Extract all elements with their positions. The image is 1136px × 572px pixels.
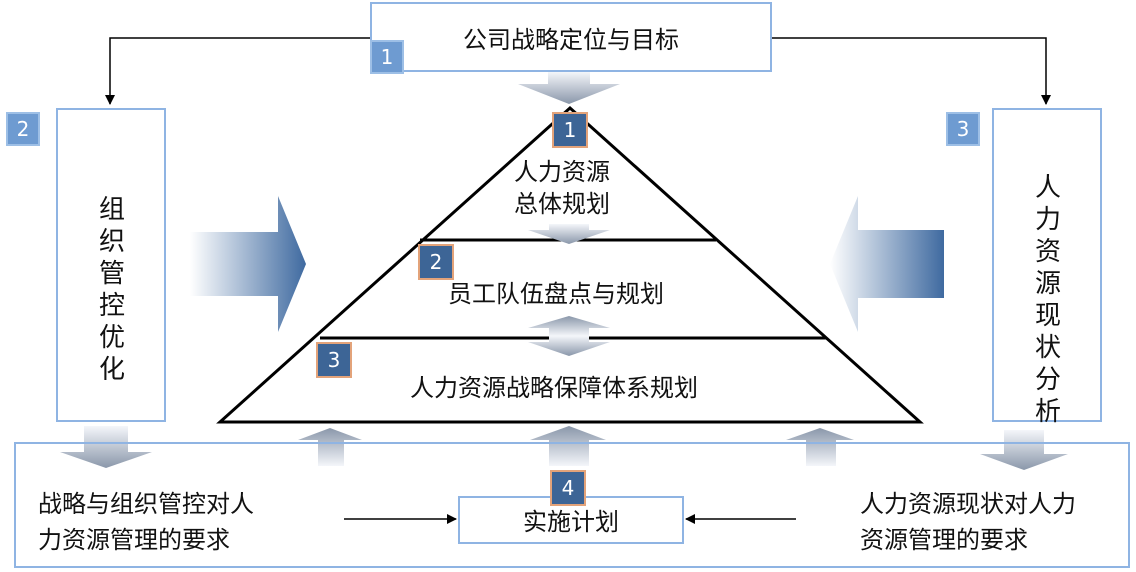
top-box-label: 公司战略定位与目标 xyxy=(463,26,679,54)
pyramid-badge-2: 2 xyxy=(418,244,454,280)
bottom-left-line2: 力资源管理的要求 xyxy=(38,526,230,554)
arrow-up-bottom-1 xyxy=(298,428,362,466)
bottom-requirements-bar xyxy=(14,442,1130,568)
left-box-label: 组织管控优化 xyxy=(98,195,125,385)
right-box-label: 人力资源现状分析 xyxy=(1034,173,1061,427)
arrow-down-level1-2 xyxy=(528,224,610,244)
pyramid-badge-3: 3 xyxy=(316,342,352,378)
right-box-hr-status: 人力资源现状分析 xyxy=(992,108,1102,427)
left-box-org-control: 组织管控优化 xyxy=(56,108,166,422)
badge-top-1: 1 xyxy=(370,40,404,74)
bottom-right-line1: 人力资源现状对人力 xyxy=(860,490,1076,518)
badge-right-3: 3 xyxy=(946,112,980,146)
arrow-down-left-box xyxy=(60,426,152,468)
pyramid-level1-line2: 总体规划 xyxy=(514,190,610,218)
arrow-up-bottom-2 xyxy=(530,426,606,466)
pyramid-level3-label: 人力资源战略保障体系规划 xyxy=(410,374,698,402)
top-box-strategy: 公司战略定位与目标 xyxy=(370,2,772,72)
bottom-right-line2: 资源管理的要求 xyxy=(860,526,1028,554)
pyramid-level2-label: 员工队伍盘点与规划 xyxy=(448,280,664,308)
bottom-left-line1: 战略与组织管控对人 xyxy=(38,490,254,518)
arrow-down-right-box xyxy=(980,430,1068,470)
badge-left-2: 2 xyxy=(6,112,40,146)
arrow-up-level3-2 xyxy=(528,316,610,336)
pyramid-level1-line1: 人力资源 xyxy=(514,158,610,186)
arrow-down-top xyxy=(518,72,620,104)
arrow-up-bottom-3 xyxy=(786,428,854,466)
badge-bottom-4: 4 xyxy=(550,470,586,506)
arrow-down-level2-3 xyxy=(528,336,610,356)
implementation-plan-label: 实施计划 xyxy=(523,508,619,536)
arrow-left-right-to-pyramid xyxy=(830,196,944,332)
connector-top-to-left xyxy=(105,37,370,105)
pyramid xyxy=(216,105,924,424)
pyramid-badge-1: 1 xyxy=(552,112,588,148)
connector-top-to-right xyxy=(772,37,1051,105)
arrow-right-left-to-pyramid xyxy=(190,196,306,332)
